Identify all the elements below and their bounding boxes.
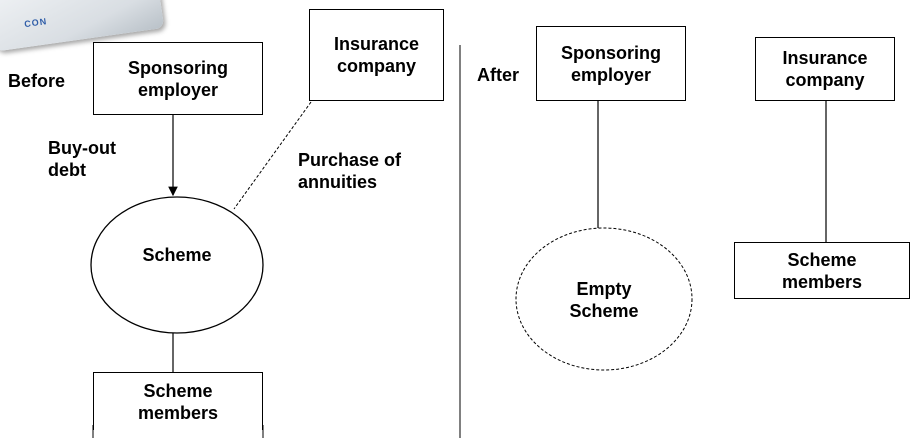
scheme-members-box-after: Scheme members [734,242,910,299]
before-label: Before [8,71,66,91]
sponsoring-employer-text-after: Sponsoring employer [561,42,661,85]
sponsoring-employer-text-before: Sponsoring employer [128,57,228,100]
insurance-company-box-before: Insurance company [309,9,444,101]
sponsoring-employer-box-before: Sponsoring employer [93,42,263,115]
scheme-ellipse [90,196,264,334]
purchase-dashed-line [233,101,312,210]
scheme-members-box-before: Scheme members [93,372,263,430]
empty-scheme-ellipse [515,227,693,371]
insurance-company-box-after: Insurance company [755,37,895,101]
scheme-members-text-before: Scheme members [137,380,219,423]
sponsoring-employer-box-after: Sponsoring employer [536,26,686,101]
insurance-company-text-after: Insurance company [782,48,868,90]
empty-scheme-text: Empty Scheme [569,279,639,321]
purchase-of-annuities-label: Purchase of annuities [298,150,402,192]
scheme-text: Scheme [142,245,212,265]
after-label: After [477,65,520,85]
scheme-members-text-after: Scheme members [781,249,863,292]
buyout-debt-label: Buy-out debt [48,138,116,180]
insurance-company-text-before: Insurance company [333,34,420,76]
